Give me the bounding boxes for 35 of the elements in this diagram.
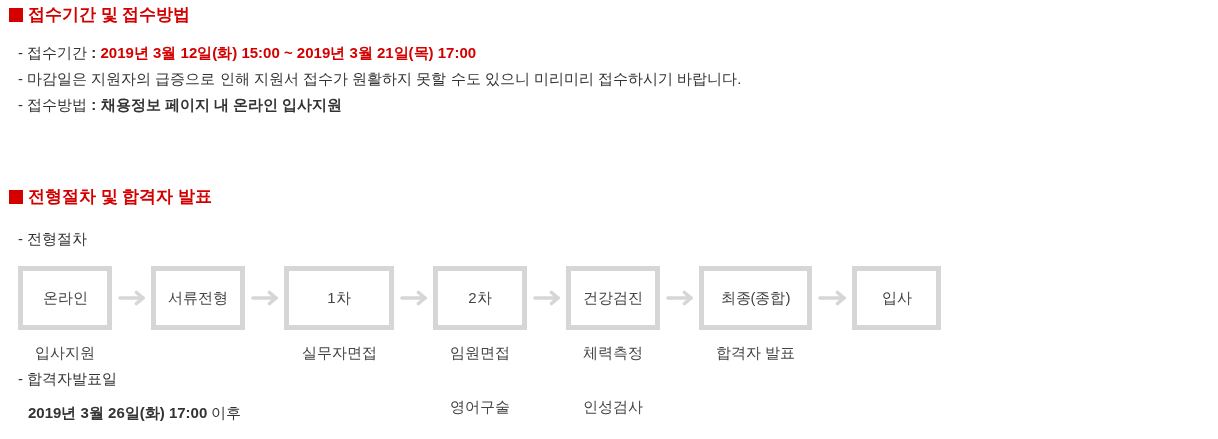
step-label: 온라인 <box>42 288 88 308</box>
info-text: - 마감일은 지원자의 급증으로 인해 지원서 접수가 원활하지 못할 수도 있으니 미리미리 접수하시기 바랍니다. <box>18 69 742 89</box>
process-box <box>433 266 527 330</box>
arrow <box>533 290 560 306</box>
process-box <box>699 266 812 330</box>
arrow <box>400 290 427 306</box>
process-box <box>151 266 245 330</box>
process-box <box>566 266 660 330</box>
arrow <box>666 290 693 306</box>
arrow <box>118 290 145 306</box>
step-label: 최종(종합) <box>720 288 791 308</box>
arrow <box>818 290 846 306</box>
section-heading: 접수기간 및 접수방법 <box>28 4 191 26</box>
process-box <box>852 266 941 330</box>
step-label: 2차 <box>468 288 492 308</box>
info-text: - 전형절차 <box>18 229 88 249</box>
info-text: - 합격자발표일 <box>18 369 118 389</box>
step-note: 합격자 발표 <box>715 343 796 363</box>
step-label: 1차 <box>327 288 351 308</box>
step-note: 체력측정 <box>583 343 643 363</box>
step-note: 실무자면접 <box>301 343 377 363</box>
step-label: 건강검진 <box>583 288 643 308</box>
info-text: - 접수방법 : 채용정보 페이지 내 온라인 입사지원 <box>18 95 343 115</box>
step-note: 입사지원 <box>35 343 95 363</box>
process-box <box>284 266 394 330</box>
arrow <box>251 290 278 306</box>
step-label: 서류전형 <box>168 288 228 308</box>
step-note: 임원면접 <box>450 343 510 363</box>
step-note: 영어구술 <box>450 397 510 417</box>
process-box <box>18 266 112 330</box>
info-text: - 접수기간 : 2019년 3월 12일(화) 15:00 ~ 2019년 3월 21일(목) 17:00 <box>18 43 477 63</box>
info-text: 2019년 3월 26일(화) 17:00 이후 <box>28 403 242 423</box>
step-label: 입사 <box>881 288 912 308</box>
section-heading: 전형절차 및 합격자 발표 <box>28 186 213 208</box>
step-note: 인성검사 <box>583 397 643 417</box>
